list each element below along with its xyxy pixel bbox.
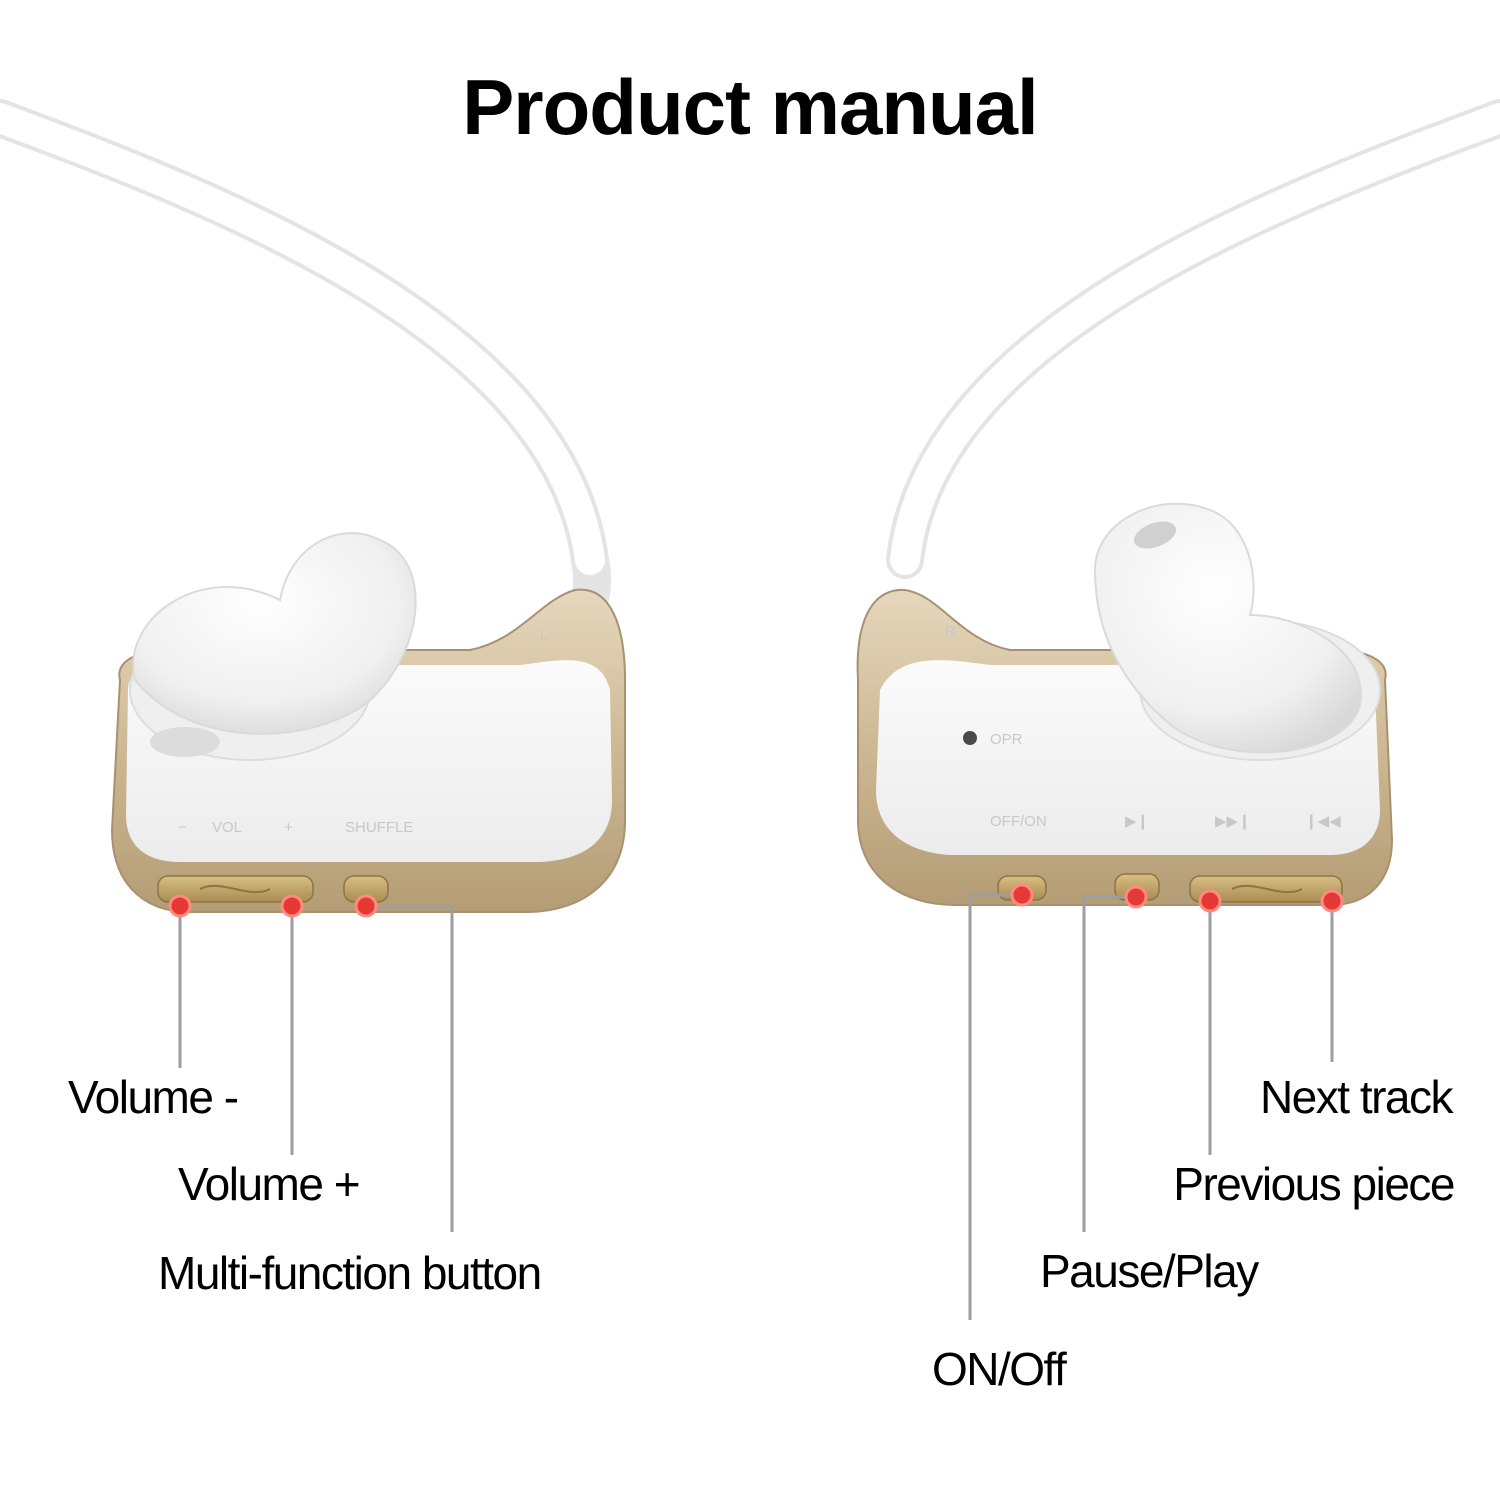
label-volume-up: Volume + (178, 1158, 361, 1210)
marker-pause-play (1124, 885, 1148, 909)
leader-lines (178, 893, 1334, 1320)
leader-on-off (968, 893, 1022, 1320)
right-earbud: OPR OFF/ON R ▶❙ ▶▶❙ ❙◀◀ (856, 502, 1394, 906)
marker-previous-piece (1198, 889, 1222, 913)
left-imprint-side: L (540, 627, 548, 644)
next-track-icon: ▶▶❙ (1215, 813, 1251, 830)
leader-multi-function (366, 905, 454, 1232)
page-title: Product manual (462, 63, 1038, 151)
marker-next-track (1320, 889, 1344, 913)
left-imprint-plus: + (284, 819, 293, 836)
label-on-off: ON/Off (932, 1343, 1067, 1395)
right-imprint-side: R (945, 623, 956, 640)
button-markers (168, 883, 1344, 918)
label-pause-play: Pause/Play (1040, 1245, 1259, 1297)
marker-volume-down (168, 894, 192, 918)
previous-track-icon: ❙◀◀ (1305, 813, 1341, 830)
right-imprint-opr: OPR (990, 731, 1023, 748)
marker-on-off (1010, 883, 1034, 907)
label-volume-down: Volume - (68, 1071, 239, 1123)
marker-multi-function (354, 894, 378, 918)
right-ear-tip (1093, 502, 1362, 754)
left-imprint-vol: VOL (212, 819, 242, 836)
marker-volume-up (280, 894, 304, 918)
right-cable (886, 99, 1500, 579)
play-pause-icon: ▶❙ (1125, 813, 1149, 830)
left-imprint-shuffle: SHUFFLE (345, 819, 413, 836)
label-next-track: Next track (1259, 1071, 1454, 1123)
left-ear-tip (132, 532, 417, 735)
right-imprint-off-on: OFF/ON (990, 813, 1047, 830)
right-mic-hole (963, 731, 977, 745)
left-imprint-minus: − (178, 819, 187, 836)
label-previous-piece: Previous piece (1173, 1158, 1455, 1210)
leader-pause-play (1082, 895, 1136, 1232)
left-earbud: − VOL + SHUFFLE L (110, 532, 626, 913)
label-multi-function: Multi-function button (158, 1247, 542, 1299)
left-cable (0, 99, 612, 630)
